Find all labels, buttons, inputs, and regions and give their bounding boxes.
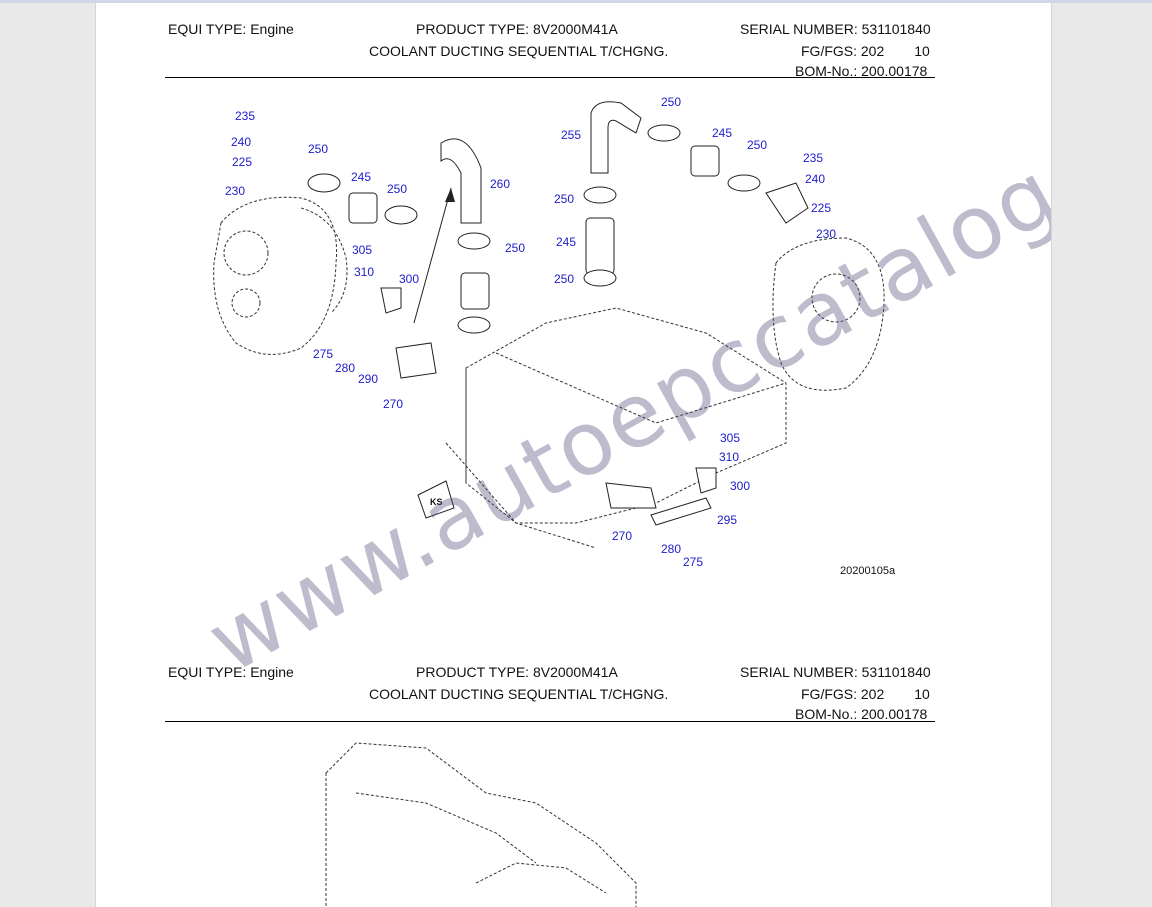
callout-275: 275: [313, 347, 333, 361]
callout-270: 270: [383, 397, 403, 411]
callout-270: 270: [612, 529, 632, 543]
document-page: EQUI TYPE: Engine PRODUCT TYPE: 8V2000M4…: [95, 3, 1052, 907]
callout-250: 250: [387, 182, 407, 196]
callout-230: 230: [225, 184, 245, 198]
serial-number-label-2: SERIAL NUMBER: 531101840: [740, 664, 931, 680]
callout-235: 235: [235, 109, 255, 123]
serial-number-value: 531101840: [861, 21, 931, 37]
equi-type-label: EQUI TYPE: Engine: [168, 21, 294, 37]
fg-fgs-value: 202: [860, 43, 885, 59]
top-accent-bar: [0, 0, 1152, 3]
fg-fgs-sub: 10: [914, 43, 930, 59]
callout-255: 255: [561, 128, 581, 142]
callout-250: 250: [308, 142, 328, 156]
callout-300: 300: [730, 479, 750, 493]
callout-305: 305: [720, 431, 740, 445]
product-type-value: 8V2000M41A: [532, 21, 618, 37]
ks-direction-marker: KS: [417, 480, 455, 519]
page-title-2: COOLANT DUCTING SEQUENTIAL T/CHGNG.: [369, 686, 669, 702]
callout-250: 250: [554, 272, 574, 286]
callout-240: 240: [231, 135, 251, 149]
callout-280: 280: [661, 542, 681, 556]
callout-295: 295: [717, 513, 737, 527]
callout-275: 275: [683, 555, 703, 569]
callout-250: 250: [747, 138, 767, 152]
callout-245: 245: [556, 235, 576, 249]
callout-225: 225: [232, 155, 252, 169]
callout-250: 250: [661, 95, 681, 109]
svg-text:KS: KS: [430, 497, 443, 507]
equi-type-value: Engine: [250, 21, 294, 37]
callout-280: 280: [335, 361, 355, 375]
equi-type-label-2: EQUI TYPE: Engine: [168, 664, 294, 680]
callout-310: 310: [354, 265, 374, 279]
callout-310: 310: [719, 450, 739, 464]
callout-235: 235: [803, 151, 823, 165]
bom-no-label: BOM-No.: 200.00178: [795, 63, 928, 79]
callout-300: 300: [399, 272, 419, 286]
header-rule: [165, 77, 935, 78]
callout-250: 250: [554, 192, 574, 206]
callout-305: 305: [352, 243, 372, 257]
product-type-label: PRODUCT TYPE: 8V2000M41A: [416, 21, 618, 37]
figure-id: 20200105a: [840, 565, 896, 577]
serial-number-label: SERIAL NUMBER: 531101840: [740, 21, 931, 37]
callout-260: 260: [490, 177, 510, 191]
callout-250: 250: [505, 241, 525, 255]
callout-240: 240: [805, 172, 825, 186]
bom-no-value: 200.00178: [861, 63, 928, 79]
header-rule-2: [165, 721, 935, 722]
product-type-label-2: PRODUCT TYPE: 8V2000M41A: [416, 664, 618, 680]
page-title: COOLANT DUCTING SEQUENTIAL T/CHGNG.: [369, 43, 669, 59]
callout-290: 290: [358, 372, 378, 386]
callout-245: 245: [712, 126, 732, 140]
callout-225: 225: [811, 201, 831, 215]
bom-no-label-2: BOM-No.: 200.00178: [795, 706, 928, 722]
callout-245: 245: [351, 170, 371, 184]
callout-230: 230: [816, 227, 836, 241]
